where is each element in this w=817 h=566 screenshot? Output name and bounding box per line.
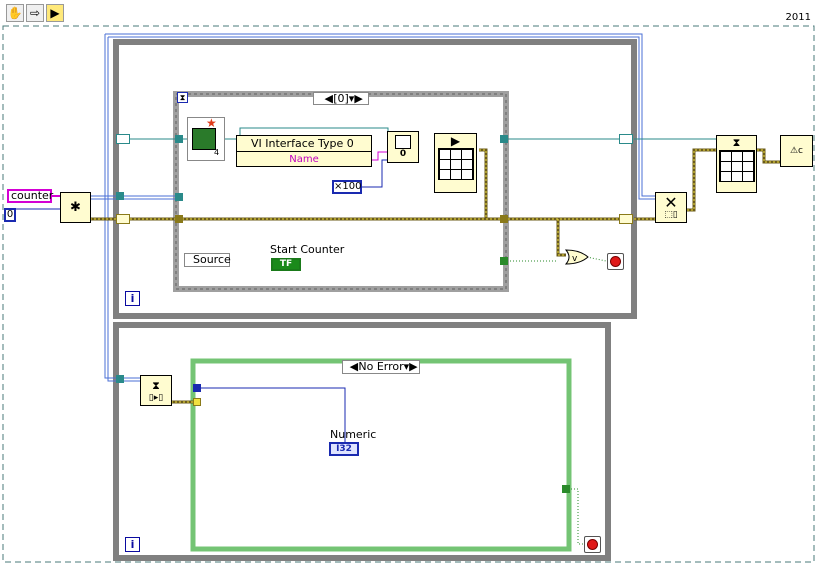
counter-numeric-constant[interactable]: 0 <box>4 208 16 222</box>
error-handler-icon: ⚠c <box>789 146 804 156</box>
top-loop-stop-terminal[interactable] <box>607 253 624 270</box>
vi-interface-type-label: VI Interface Type 0 <box>237 136 371 152</box>
seq-tunnel-out-bool <box>500 257 508 265</box>
diagram-dashed-border <box>2 25 815 563</box>
shift-register-left-error <box>116 214 130 224</box>
case-selector-terminal <box>193 398 201 406</box>
loop-iteration-bottom: i <box>125 537 140 552</box>
star-icon: ★ <box>206 116 217 130</box>
grid-icon <box>395 135 411 149</box>
hourglass-icon: ⧗ <box>732 136 741 149</box>
counter-string-constant[interactable]: counter <box>7 189 53 203</box>
release-queue-node[interactable]: ✕ ⬚▯ <box>655 192 687 223</box>
source-indicator: Source <box>184 253 231 267</box>
start-async-call-node[interactable]: ▶ <box>434 133 477 193</box>
top-while-loop-frame <box>113 39 637 319</box>
vi-ref-number: 4 <box>214 148 220 157</box>
start-counter-label: Start Counter <box>270 243 345 256</box>
shift-register-left-top <box>116 134 130 144</box>
seq-tunnel-3 <box>175 215 183 223</box>
dequeue-element-node[interactable]: ⧗ ▯▸▯ <box>140 375 172 406</box>
start-counter-boolean-constant[interactable]: TF <box>271 258 301 271</box>
zero-constant: 0 <box>399 149 407 159</box>
or-gate <box>564 249 589 265</box>
shift-register-right-error <box>619 214 633 224</box>
sequence-frame-selector[interactable]: ◀[0]▾▶ <box>313 92 369 105</box>
highlight-execution-icon[interactable]: ▶ <box>46 4 64 22</box>
play-icon: ▶ <box>450 134 461 148</box>
loop-iteration-top: i <box>125 291 140 306</box>
seq-tunnel-2 <box>175 193 183 201</box>
property-node[interactable]: VI Interface Type 0 Name <box>236 135 372 167</box>
name-property-label: Name <box>289 154 319 165</box>
error-case-structure-frame <box>190 358 572 552</box>
hand-icon[interactable]: ✋ <box>6 4 24 22</box>
arrow-right-icon[interactable]: ⇨ <box>26 4 44 22</box>
obtain-queue-node[interactable]: ✱ <box>60 192 91 223</box>
table-icon <box>437 148 474 180</box>
simple-error-handler-node[interactable]: ⚠c <box>780 135 813 167</box>
seq-tunnel-1 <box>175 135 183 143</box>
bundle-node[interactable]: 0 <box>387 131 419 163</box>
bottom-while-loop-frame <box>113 322 611 561</box>
case-tunnel-numeric <box>193 384 201 392</box>
bottom-tunnel-refnum <box>116 375 124 383</box>
wait-on-async-call-node[interactable]: ⧗ <box>716 135 757 193</box>
bottom-loop-stop-terminal[interactable] <box>584 536 601 553</box>
error-case-selector[interactable]: ◀No Error▾▶ <box>342 360 420 374</box>
numeric-label: Numeric <box>330 428 377 441</box>
multiplier-constant[interactable]: ×100 <box>332 180 362 194</box>
numeric-indicator[interactable]: I32 <box>329 442 359 456</box>
shift-register-right-top <box>619 134 633 144</box>
year-label: 2011 <box>785 12 811 23</box>
vi-icon <box>192 128 216 150</box>
static-vi-reference[interactable]: ★ 4 <box>187 116 225 161</box>
hourglass-icon: ⧗ <box>177 92 188 103</box>
table-icon <box>718 150 755 182</box>
seq-tunnel-out-2 <box>500 215 508 223</box>
svg-text:v: v <box>572 254 578 264</box>
tunnel-refnum-left <box>116 192 124 200</box>
case-tunnel-bool <box>562 485 570 493</box>
seq-tunnel-out-1 <box>500 135 508 143</box>
